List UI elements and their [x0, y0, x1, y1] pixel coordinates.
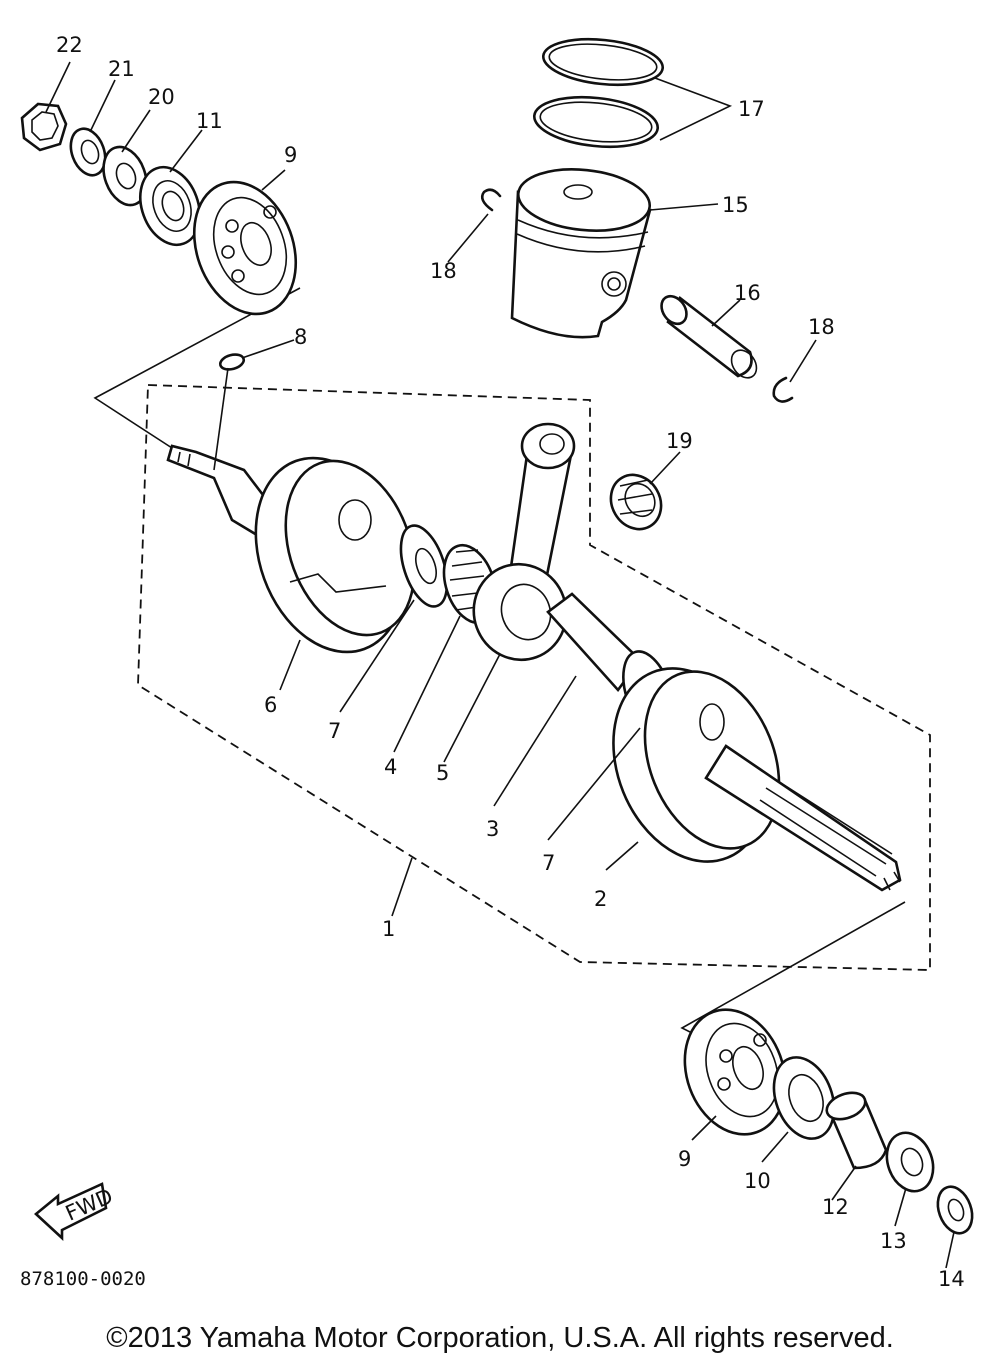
- crank-right-part: [612, 667, 902, 892]
- piston-rings-part: [532, 37, 665, 149]
- forward-arrow-icon: FWD: [34, 1182, 116, 1241]
- part-label-p19: 19: [666, 429, 693, 453]
- part-label-p8: 8: [294, 325, 307, 349]
- crank-left-part: [166, 444, 416, 654]
- part-label-p18a: 18: [430, 259, 457, 283]
- part-label-p13: 13: [880, 1229, 907, 1253]
- nut-part: [20, 102, 68, 152]
- circlip-left-part: [480, 188, 502, 212]
- part-label-p2: 2: [594, 887, 607, 911]
- diagram-ref-code: 878100-0020: [20, 1268, 146, 1290]
- part-label-p5: 5: [436, 761, 449, 785]
- spacer-collar-part: [825, 1091, 888, 1170]
- part-label-p18b: 18: [808, 315, 835, 339]
- assembly-boundary: [137, 384, 931, 971]
- oil-seal-part: [139, 165, 201, 247]
- woodruff-key-part: [218, 353, 246, 371]
- bearing-top-part: [192, 180, 298, 316]
- washer-end-part: [936, 1185, 974, 1235]
- washer-bottom-part: [885, 1131, 935, 1193]
- part-label-p3: 3: [486, 817, 499, 841]
- piston-pin-part: [660, 294, 758, 379]
- part-label-p14: 14: [938, 1267, 965, 1291]
- part-label-p10: 10: [744, 1169, 771, 1193]
- part-label-p6: 6: [264, 693, 277, 717]
- part-label-p20: 20: [148, 85, 175, 109]
- part-label-p22: 22: [56, 33, 83, 57]
- part-label-p15: 15: [722, 193, 749, 217]
- part-label-p9b: 9: [678, 1147, 691, 1171]
- part-label-p4: 4: [384, 755, 397, 779]
- part-label-p9a: 9: [284, 143, 297, 167]
- part-label-p7a: 7: [328, 719, 341, 743]
- thrust-washer-left-part: [399, 524, 449, 608]
- needle-bearing-small-part: [609, 473, 663, 531]
- oil-seal-bottom-part: [772, 1056, 836, 1140]
- part-label-p12: 12: [822, 1195, 849, 1219]
- part-label-p21: 21: [108, 57, 135, 81]
- copyright-notice: ©2013 Yamaha Motor Corporation, U.S.A. A…: [106, 1322, 894, 1354]
- circlip-right-part: [772, 376, 794, 403]
- part-label-p11: 11: [196, 109, 223, 133]
- part-label-p7b: 7: [542, 851, 555, 875]
- bearing-leader-top: [93, 287, 301, 449]
- part-label-p17: 17: [738, 97, 765, 121]
- connecting-rod-part: [472, 422, 576, 662]
- label-leaders: [45, 61, 955, 1269]
- part-label-p16: 16: [734, 281, 761, 305]
- lock-washer-part: [69, 127, 107, 177]
- washer-part: [102, 145, 148, 207]
- bearing-bottom-part: [683, 1008, 787, 1136]
- piston-part: [510, 168, 652, 339]
- part-label-p1: 1: [382, 917, 395, 941]
